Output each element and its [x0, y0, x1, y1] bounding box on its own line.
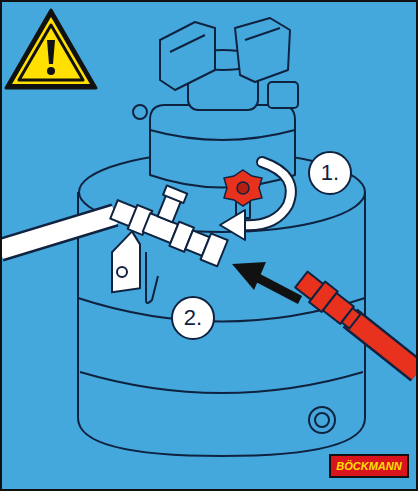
tank	[78, 18, 365, 456]
valve-handwheel	[224, 170, 262, 206]
brand-logo: BÖCKMANN	[329, 454, 409, 478]
rotate-arrow	[220, 162, 291, 240]
flag-sign	[112, 230, 158, 303]
white-hose	[0, 215, 115, 250]
callout-number: 2.	[171, 296, 215, 340]
red-hose	[293, 269, 418, 372]
label-text: 2.	[184, 305, 202, 331]
callout-number: 1.	[308, 151, 352, 195]
warning-sign	[6, 10, 96, 88]
label-text: 1.	[321, 160, 339, 186]
push-arrow	[232, 262, 300, 300]
label-text: BÖCKMANN	[336, 460, 401, 472]
